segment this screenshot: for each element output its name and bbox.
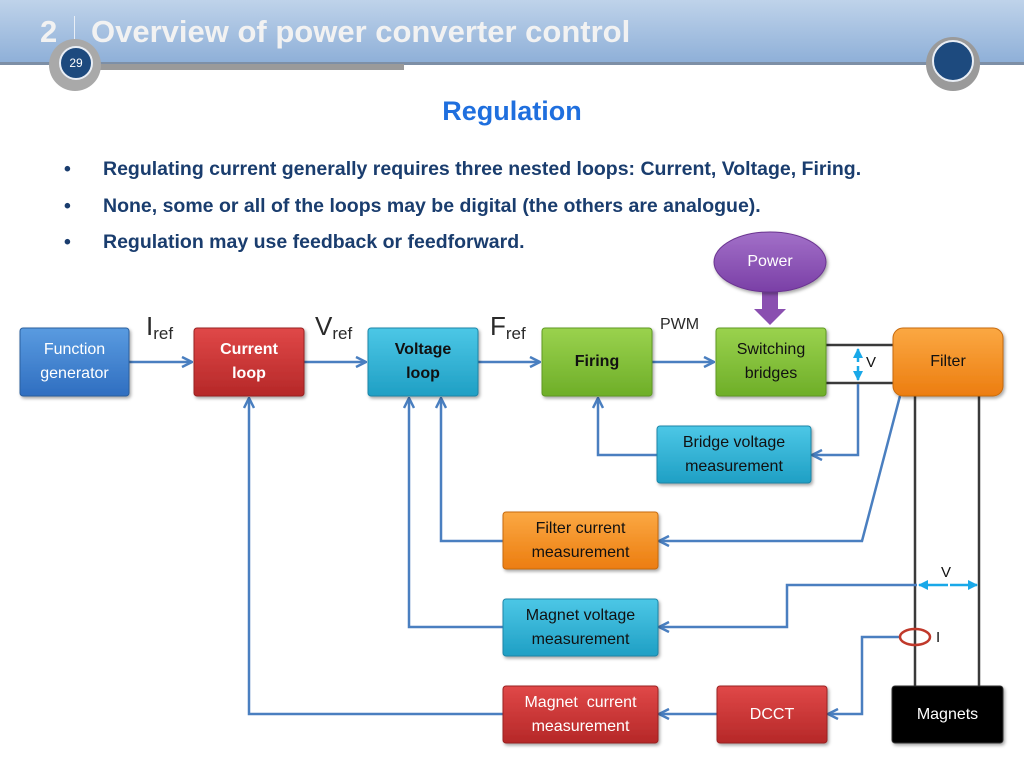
power-lines — [826, 343, 981, 686]
bullet-item: • None, some or all of the loops may be d… — [62, 193, 861, 230]
arrow-filter-current-sense — [659, 395, 902, 541]
fref-label: Fref — [490, 311, 526, 344]
switching-bridges-label: Switching bridges — [736, 341, 806, 382]
title-bar-border — [0, 62, 1024, 65]
bullet-text: None, some or all of the loops may be di… — [103, 194, 761, 217]
bullet-item: • Regulation may use feedback or feedforw… — [62, 229, 861, 266]
current-loop-label: Current loop — [220, 341, 278, 382]
power-ellipse — [713, 231, 827, 293]
slide-subtitle: Regulation — [442, 96, 582, 126]
bullet-text: Regulation may use feedback or feedforwa… — [103, 231, 525, 253]
pwm-label: PWM — [660, 316, 700, 333]
current-sensor-ring — [898, 627, 932, 647]
slide-title: Overview of power converter control — [91, 14, 631, 49]
bullet-dot: • — [64, 231, 71, 253]
magnet-voltage-measurement-box — [502, 598, 659, 657]
magnet-current-measurement-box — [502, 685, 659, 744]
arrow-bridge-voltage-sense — [812, 384, 860, 455]
magnet-voltage-symbol: V — [941, 564, 952, 581]
filter-label: Filter — [930, 353, 966, 370]
power-arrow-head — [754, 309, 786, 325]
page-number: 29 — [59, 46, 93, 80]
switching-bridges-box — [715, 327, 827, 397]
function-generator-label: Function generator — [40, 341, 109, 382]
arrow-magnet-current-to-current-loop — [249, 398, 503, 716]
dcct-box — [716, 685, 828, 744]
power-arrow-shaft — [762, 289, 778, 311]
bridge-voltage-measurement-box — [656, 425, 812, 484]
bullet-dot: • — [64, 158, 71, 180]
voltage-loop-box — [367, 327, 479, 397]
filter-box — [892, 327, 1004, 397]
arrow-magnet-current-sense — [828, 635, 900, 714]
title-bar — [0, 0, 1024, 62]
arrow-magnet-voltage-to-voltage-loop — [409, 398, 503, 629]
iref-label: Iref — [146, 311, 173, 344]
iref-main: I — [146, 311, 154, 341]
title-underline-bar — [84, 64, 404, 70]
vref-subscript: ref — [332, 324, 353, 343]
vref-label: Vref — [315, 311, 352, 344]
magnets-box — [891, 685, 1004, 744]
bridge-voltage-measurement-label: Bridge voltage measurement — [682, 433, 786, 475]
firing-box — [541, 327, 653, 397]
bullet-dot: • — [64, 194, 71, 217]
fref-subscript: ref — [505, 324, 526, 343]
fref-main: F — [490, 311, 506, 341]
magnet-voltage-measurement-label: Magnet voltage measurement — [525, 606, 636, 648]
decorative-circle — [932, 40, 974, 82]
arrow-magnet-voltage-sense — [659, 583, 917, 627]
filter-current-measurement-box — [502, 511, 659, 570]
arrow-bridge-voltage-to-firing — [598, 398, 657, 457]
bullet-item: • Regulating current generally requires t… — [62, 156, 861, 193]
magnets-label: Magnets — [916, 705, 979, 723]
filter-current-measurement-label: Filter current measurement — [531, 519, 630, 561]
title-separator — [74, 16, 75, 48]
firing-label: Firing — [574, 353, 620, 370]
bullet-list: • Regulating current generally requires t… — [62, 156, 861, 266]
magnet-current-symbol: I — [936, 629, 941, 646]
bridge-voltage-symbol: V — [866, 354, 877, 371]
arrow-filter-current-to-voltage-loop — [441, 398, 503, 543]
voltage-loop-label: Voltage loop — [394, 341, 452, 382]
signal-arrows — [129, 362, 917, 714]
vref-main: V — [315, 311, 333, 341]
function-generator-box — [19, 327, 130, 397]
bullet-text: Regulating current generally requires th… — [103, 158, 862, 180]
section-number: 2 — [40, 14, 58, 49]
magnet-current-measurement-label: Magnet current measurement — [524, 693, 641, 735]
dcct-label: DCCT — [749, 705, 795, 723]
power-label: Power — [747, 253, 793, 270]
current-loop-box — [193, 327, 305, 397]
iref-subscript: ref — [153, 324, 174, 343]
